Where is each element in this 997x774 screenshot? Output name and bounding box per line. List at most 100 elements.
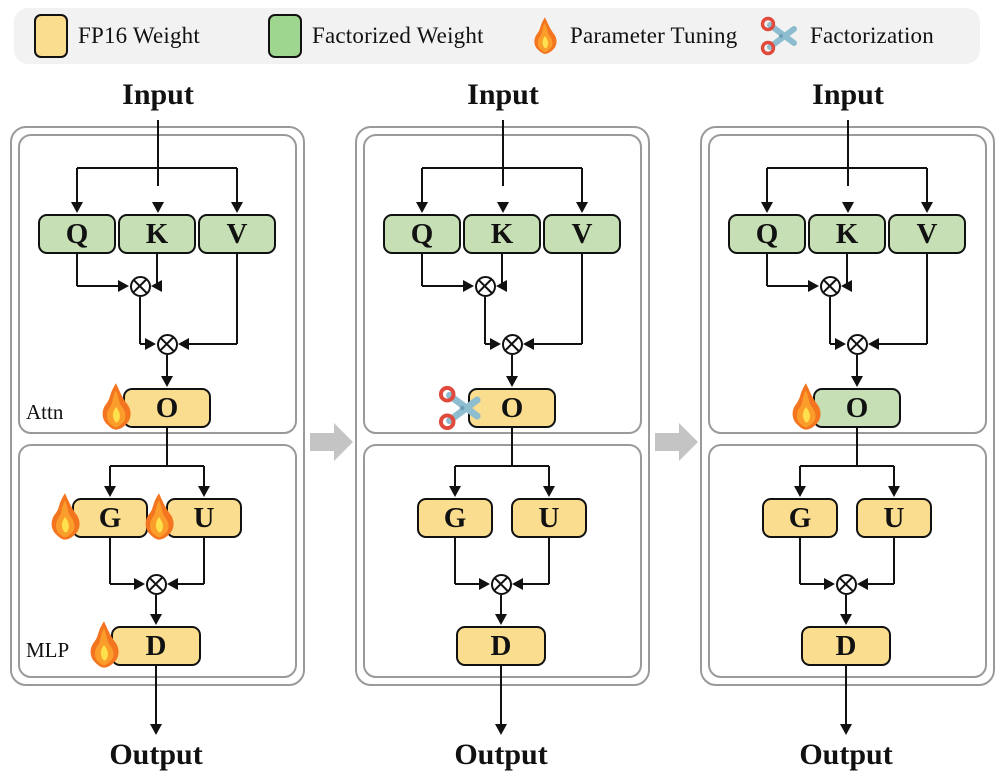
d-in-wire xyxy=(844,594,848,614)
g-down-wire xyxy=(453,538,457,584)
legend-item-fire: Parameter Tuning xyxy=(530,8,737,64)
v-node[interactable]: V xyxy=(198,214,276,254)
o-node[interactable]: O xyxy=(123,388,211,428)
g-mul-arrowhead xyxy=(134,577,145,590)
v-mul-arrowhead xyxy=(868,337,879,350)
attn-down-wire xyxy=(138,296,142,344)
mlp-in-wire xyxy=(510,428,514,466)
q-branch-wire xyxy=(420,168,424,202)
u-node[interactable]: U xyxy=(856,498,932,538)
g-arrowhead xyxy=(448,486,461,497)
u-to-mul-wire xyxy=(515,582,549,586)
u-to-mul-wire xyxy=(860,582,894,586)
mlp-block xyxy=(708,444,987,678)
qkv-fanout-bus xyxy=(422,166,582,170)
q-down-wire xyxy=(765,254,769,286)
v-mul-arrowhead xyxy=(523,337,534,350)
input-wire xyxy=(846,120,850,186)
d-arrowhead xyxy=(494,614,507,625)
qkv-fanout-bus xyxy=(77,166,237,170)
v-branch-wire xyxy=(580,168,584,202)
g-branch-wire xyxy=(453,466,457,486)
mlp-in-wire xyxy=(165,428,169,466)
g-node[interactable]: G xyxy=(417,498,493,538)
v-node[interactable]: V xyxy=(543,214,621,254)
q-arrowhead xyxy=(760,202,773,213)
u-down-wire xyxy=(202,538,206,584)
k-down-wire xyxy=(155,254,159,286)
v-node[interactable]: V xyxy=(888,214,966,254)
k-node[interactable]: K xyxy=(808,214,886,254)
o-in-wire xyxy=(855,354,859,376)
g-mul-arrowhead xyxy=(479,577,490,590)
g-branch-wire xyxy=(108,466,112,486)
u-branch-wire xyxy=(892,466,896,486)
legend-label: Parameter Tuning xyxy=(570,23,738,48)
g-arrowhead xyxy=(793,486,806,497)
u-mul-arrowhead xyxy=(512,577,523,590)
output-wire xyxy=(844,666,848,726)
k-node[interactable]: K xyxy=(463,214,541,254)
k-mul-arrowhead xyxy=(841,279,852,292)
d-node[interactable]: D xyxy=(456,626,546,666)
u-to-mul-wire xyxy=(170,582,204,586)
q-to-mul-wire xyxy=(77,284,126,288)
d-node[interactable]: D xyxy=(111,626,201,666)
input-label: Input xyxy=(812,78,884,111)
k-mul-arrowhead xyxy=(151,279,162,292)
q-mul-arrowhead xyxy=(808,279,819,292)
k-down-wire xyxy=(845,254,849,286)
g-to-mul-wire xyxy=(455,582,487,586)
o-node[interactable]: O xyxy=(468,388,556,428)
av-multiply-node xyxy=(501,333,523,355)
attn-down-wire xyxy=(483,296,487,344)
legend-item-fp16-weight: FP16 Weight xyxy=(34,8,200,64)
attn-mul-arrowhead xyxy=(835,337,846,350)
g-to-mul-wire xyxy=(800,582,832,586)
v-to-mul-wire xyxy=(526,342,582,346)
v-arrowhead xyxy=(230,202,243,213)
v-arrowhead xyxy=(920,202,933,213)
output-wire xyxy=(499,666,503,726)
factorized-weight-swatch xyxy=(268,14,302,58)
gu-multiply-node xyxy=(145,573,167,595)
q-node[interactable]: Q xyxy=(728,214,806,254)
q-down-wire xyxy=(75,254,79,286)
d-node[interactable]: D xyxy=(801,626,891,666)
o-in-wire xyxy=(165,354,169,376)
input-wire xyxy=(156,120,160,186)
q-node[interactable]: Q xyxy=(38,214,116,254)
u-node[interactable]: U xyxy=(511,498,587,538)
attention-block-label: Attn xyxy=(26,400,64,424)
v-to-mul-wire xyxy=(181,342,237,346)
legend-item-factorized-weight: Factorized Weight xyxy=(268,8,484,64)
mlp-block-label: MLP xyxy=(26,638,70,662)
q-to-mul-wire xyxy=(767,284,816,288)
d-in-wire xyxy=(154,594,158,614)
fire-icon xyxy=(530,16,560,56)
input-arrowhead xyxy=(496,202,509,213)
q-branch-wire xyxy=(75,168,79,202)
input-arrowhead xyxy=(151,202,164,213)
qkv-fanout-bus xyxy=(767,166,927,170)
output-wire xyxy=(154,666,158,726)
scissors-icon xyxy=(760,16,800,56)
av-multiply-node xyxy=(846,333,868,355)
output-label: Output xyxy=(799,738,893,771)
q-node[interactable]: Q xyxy=(383,214,461,254)
k-node[interactable]: K xyxy=(118,214,196,254)
g-node[interactable]: G xyxy=(72,498,148,538)
g-to-mul-wire xyxy=(110,582,142,586)
o-node[interactable]: O xyxy=(813,388,901,428)
input-label: Input xyxy=(467,78,539,111)
step-arrow-2-to-3 xyxy=(655,421,699,463)
g-node[interactable]: G xyxy=(762,498,838,538)
output-arrowhead xyxy=(839,724,852,735)
o-arrowhead xyxy=(160,376,173,387)
output-label: Output xyxy=(109,738,203,771)
attn-mul-arrowhead xyxy=(145,337,156,350)
d-arrowhead xyxy=(839,614,852,625)
u-node[interactable]: U xyxy=(166,498,242,538)
u-branch-wire xyxy=(202,466,206,486)
